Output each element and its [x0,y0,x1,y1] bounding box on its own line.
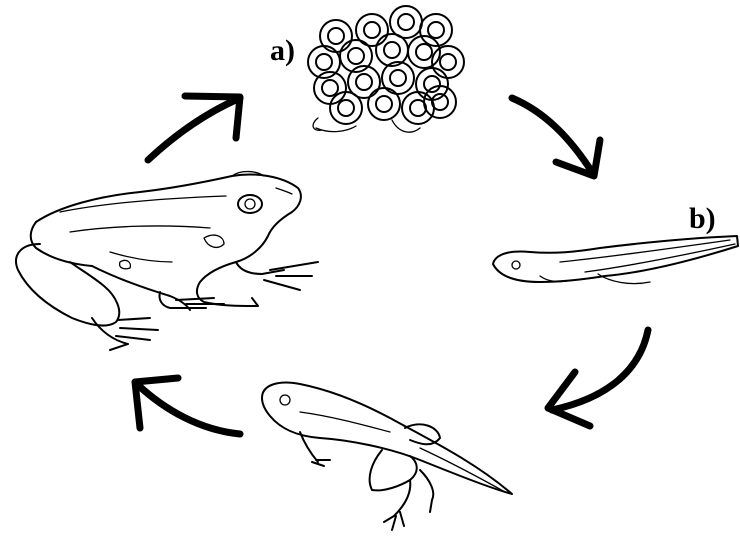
arrow-tadpole-to-froglet [548,330,648,426]
egg-inner [384,42,400,58]
label-a: a) [270,36,295,66]
egg-inner [416,44,432,60]
egg-outer [424,86,456,118]
tadpole-icon [493,236,738,284]
egg-outer [368,88,400,120]
egg-jelly-strands [313,118,420,132]
egg-inner [432,94,448,110]
egg-inner [440,54,456,70]
frog-eggs-icon [308,6,464,132]
egg-inner [322,80,338,96]
egg-inner [390,70,406,86]
adult-frog-icon [16,172,318,351]
egg-outer [330,92,362,124]
egg-inner [376,96,392,112]
arrow-adult-to-eggs [148,96,240,160]
egg-inner [316,54,332,70]
egg-outer [376,34,408,66]
label-b: b) [689,204,716,234]
arrow-eggs-to-tadpole [512,98,600,176]
egg-inner [328,28,344,44]
egg-outer [402,92,434,124]
egg-inner [356,74,372,90]
egg-outer [390,6,422,38]
egg-inner [364,22,380,38]
egg-inner [424,76,440,92]
egg-inner [348,48,364,64]
arrow-froglet-to-adult [135,378,240,434]
egg-inner [398,14,414,30]
egg-inner [338,100,354,116]
egg-inner [428,22,444,38]
egg-outer [320,20,352,52]
froglet-icon [262,383,512,530]
